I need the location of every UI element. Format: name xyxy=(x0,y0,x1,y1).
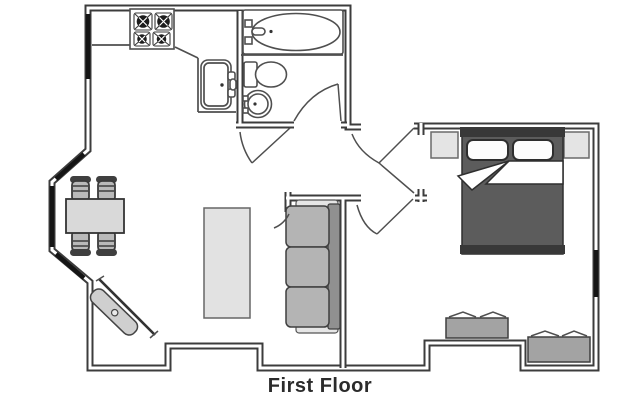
sofa xyxy=(285,199,341,334)
sheet xyxy=(484,160,564,185)
headboard xyxy=(460,127,565,137)
bay-window-lower xyxy=(54,252,86,280)
nightstand-right xyxy=(563,131,590,159)
dresser-foot xyxy=(445,311,509,339)
bathtub xyxy=(242,9,344,55)
wash-basin xyxy=(242,89,273,119)
footboard xyxy=(460,245,565,254)
pillow-left xyxy=(466,139,509,161)
pillow-right xyxy=(512,139,554,161)
chair-bottom-right xyxy=(96,230,117,256)
stove xyxy=(129,8,175,50)
double-bed xyxy=(456,127,565,255)
nightstand-left xyxy=(430,131,459,159)
dresser-corner xyxy=(527,330,591,363)
sofa-cushion-1 xyxy=(285,205,330,248)
tv-screen xyxy=(98,278,156,336)
kitchen xyxy=(92,8,237,113)
sofa-cushion-2 xyxy=(285,246,330,288)
entry-door xyxy=(351,127,415,194)
dining-chairs xyxy=(70,176,117,256)
counter-edge xyxy=(92,44,236,113)
bedroom xyxy=(430,127,591,363)
sofa-cushion-3 xyxy=(285,286,330,328)
burner-grates xyxy=(138,17,168,43)
chair-bottom-left xyxy=(70,230,91,256)
chair-top-right xyxy=(96,176,117,202)
kitchen-sink xyxy=(200,59,237,110)
chair-top-left xyxy=(70,176,91,202)
floor-plan-caption: First Floor xyxy=(267,375,373,397)
coffee-table xyxy=(203,207,251,319)
tv-console xyxy=(89,275,159,339)
bathroom-door xyxy=(293,83,342,122)
kitchen-door xyxy=(239,127,291,164)
bay-window-upper xyxy=(54,152,86,181)
doors xyxy=(239,83,415,235)
windows xyxy=(49,14,599,297)
bathroom xyxy=(241,9,344,119)
living-room-door xyxy=(273,198,414,235)
sheet-fold xyxy=(456,160,510,192)
toilet xyxy=(243,61,288,88)
sofa-backrest xyxy=(327,203,341,330)
dining-table xyxy=(65,198,125,234)
living-dining xyxy=(65,176,341,339)
